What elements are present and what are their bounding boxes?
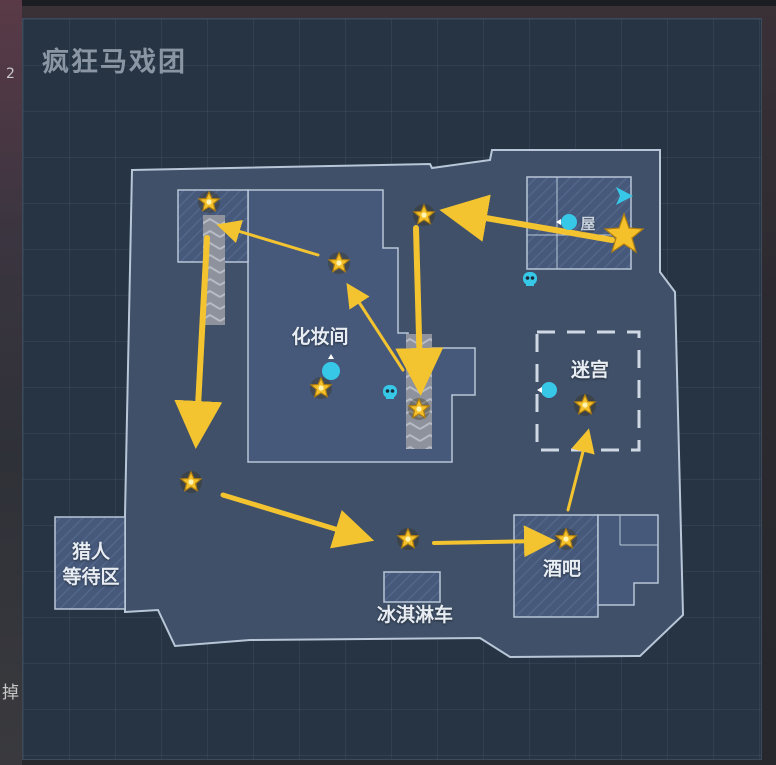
route-arrow <box>395 225 444 396</box>
room-label-top-right-fragment: 屋 <box>580 215 596 233</box>
hunter-waiting-area <box>54 516 126 610</box>
route-arrow <box>174 235 223 449</box>
star-marker-icon <box>327 251 351 275</box>
room-label-maze: 迷宫 <box>570 359 609 381</box>
top-right-room <box>526 176 632 270</box>
player-arrow-icon <box>616 187 633 205</box>
left-edge-fragment-bottom: 掉 <box>2 683 19 703</box>
bar-annex <box>597 514 659 606</box>
ice-cream-truck <box>383 571 441 603</box>
map-title: 疯狂马戏团 <box>42 47 187 78</box>
cipher-machine-icon <box>556 214 577 230</box>
route-arrow <box>566 428 595 512</box>
room-label-hunter-waiting-1: 猎人 <box>71 541 110 563</box>
star-marker-icon <box>407 397 431 421</box>
cipher-machine-icon <box>537 382 557 398</box>
star-marker-icon <box>309 376 333 400</box>
cipher-machine-icon <box>322 354 340 380</box>
route-arrow <box>432 525 556 558</box>
left-game-ui-strip <box>0 0 22 765</box>
star-marker-icon <box>554 527 578 551</box>
star-marker-icon <box>412 203 436 227</box>
left-edge-fragment-top: 2 <box>6 66 15 82</box>
top-edge <box>0 0 776 6</box>
star-marker-icon <box>396 527 420 551</box>
current-position-star-icon <box>603 212 645 254</box>
star-marker-icon <box>197 190 221 214</box>
route-arrow <box>346 282 405 372</box>
route-arrow <box>216 219 320 257</box>
room-label-dressing-room: 化妆间 <box>291 326 349 348</box>
route-arrow <box>220 492 375 549</box>
route-arrows <box>174 194 615 558</box>
star-marker-icon <box>179 470 203 494</box>
room-label-hunter-waiting-2: 等待区 <box>62 566 120 588</box>
room-label-ice-cream-truck: 冰淇淋车 <box>376 604 453 626</box>
route-arrow <box>439 194 615 243</box>
room-label-bar: 酒吧 <box>542 558 581 580</box>
star-marker-icon <box>573 393 597 417</box>
